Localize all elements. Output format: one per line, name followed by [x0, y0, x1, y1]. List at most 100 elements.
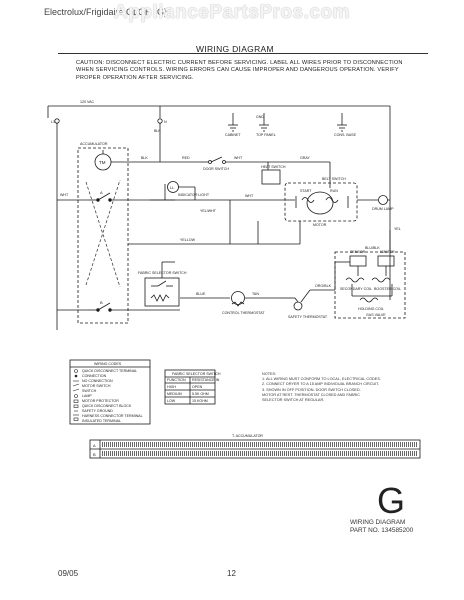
legend-item: CONNECTION	[82, 374, 107, 378]
n-terminal	[157, 118, 163, 124]
motor-label: MOTOR	[313, 223, 327, 227]
fabric-table-header: RESISTANCE IN	[192, 378, 220, 382]
revision-letter: G	[377, 480, 406, 521]
legend-box	[69, 359, 151, 425]
note-item: 1. ALL WIRING MUST CONFORM TO LOCAL, ELE…	[262, 377, 381, 382]
header-rule	[58, 53, 428, 54]
timer-motor-label: TM	[99, 160, 106, 165]
gas-valve-label: GAS VALVE	[366, 313, 386, 317]
fabric-table-title: FABRIC SELECTOR SWITCH	[172, 372, 221, 376]
page-title: WIRING DIAGRAM	[196, 44, 274, 54]
sensor-label: SENSOR	[350, 250, 366, 254]
wire-red: RED	[182, 156, 190, 160]
gas-valve-box	[334, 251, 406, 319]
note-item: 2. CONNECT DRYER TO A 15 AMP INDIVIDUAL …	[262, 382, 380, 387]
indicator-light-symbol: LL	[170, 185, 175, 190]
note-item: MOTOR AT REST. THERMOSTAT CLOSED AND FAB…	[262, 392, 361, 397]
booster-coil-label: BOOSTER COIL	[374, 287, 401, 291]
timer-chart-row-b: B	[93, 452, 96, 457]
secondary-coil	[345, 277, 365, 283]
drive-motor	[306, 191, 334, 215]
note-item: SELECTOR SWITCH AT REGULAR.	[262, 398, 325, 403]
fabric-table-cell: OPEN	[192, 385, 203, 389]
wire-wht-top: WHT	[234, 156, 243, 160]
igniter-label: IGNITER	[380, 250, 395, 254]
secondary-coil-label: SECONDARY COIL	[340, 287, 372, 291]
footer-title: WIRING DIAGRAM	[350, 519, 406, 526]
top-panel-ground-label: TOP PANEL	[256, 133, 276, 137]
supply-voltage-label: 120 VAC	[80, 100, 95, 104]
drum-lamp-label: DRUM LAMP	[372, 207, 394, 211]
fabric-selector-label: FABRIC SELECTOR SWITCH	[138, 271, 187, 275]
fabric-table-cell: MEDIUM	[167, 392, 182, 396]
cabinet-ground-label: CABINET	[225, 133, 241, 137]
wire-blk-mid: BLK	[141, 156, 148, 160]
wire-yel-wht: YEL/WHT	[200, 209, 217, 213]
safety-thermostat-label: SAFETY THERMOSTAT	[288, 315, 328, 319]
control-thermostat	[231, 291, 245, 305]
wire-blue: BLUE	[196, 292, 206, 296]
n-label: N	[164, 120, 167, 124]
timer-chart-bars	[102, 442, 418, 456]
wire-wht-mid: WHT	[245, 194, 254, 198]
timer-b-label: B	[100, 300, 103, 305]
accumulator-box	[77, 147, 129, 324]
legend-item: NO CONNECTION	[82, 379, 113, 383]
door-switch-label: DOOR SWITCH	[203, 167, 229, 171]
legend-item: MOTOR SWITCH	[82, 384, 111, 388]
page-number: 12	[227, 569, 236, 578]
booster-coil	[371, 277, 391, 283]
footer-date: 09/05	[58, 569, 79, 578]
part-number: PART NO. 134585200	[350, 527, 414, 534]
cons-ground-label: CONS. BASE	[334, 133, 357, 137]
igniter-box	[377, 255, 395, 267]
timer-chart-title: T. ACCUMULATOR	[232, 434, 263, 438]
notes-title: NOTES:	[262, 372, 277, 376]
drum-lamp	[378, 195, 388, 205]
wire-tan: TAN	[252, 292, 259, 296]
safety-thermostat	[293, 301, 303, 311]
fabric-table-cell: HIGH	[167, 385, 176, 389]
control-thermostat-label: CONTROL THERMOSTAT	[222, 311, 265, 315]
legend-item: INSULATED TERMINAL	[82, 419, 121, 423]
wire-blu-blk: BLU/BLK	[365, 246, 380, 250]
fabric-table-cell: 5.5K OHM	[192, 392, 209, 396]
wire-yellow: YELLOW	[180, 238, 196, 242]
indicator-light-label: INDICATOR LIGHT	[178, 193, 210, 197]
fabric-table-cell: 15 KOHM	[192, 399, 208, 403]
legend-title: WIRING CODES	[94, 362, 122, 366]
heat-switch-box	[261, 169, 281, 185]
wire-blk-top: BLK	[154, 129, 161, 133]
legend-item: HARNESS CONNECTOR TERMINAL	[82, 414, 143, 418]
belt-switch-label: BELT SWITCH	[322, 177, 346, 181]
accumulator-label: ACCUMULATOR	[80, 142, 108, 146]
fabric-selector-box	[144, 277, 180, 307]
wire-wht-lower: WHT	[60, 193, 69, 197]
caution-text: CAUTION: DISCONNECT ELECTRIC CURRENT BEF…	[76, 60, 403, 81]
holding-coil	[359, 297, 379, 303]
fabric-table-cell: LOW	[167, 399, 176, 403]
holding-coil-label: HOLDING COIL	[358, 307, 384, 311]
l1-terminal	[54, 118, 60, 124]
watermark: AppliancePartsPros.com	[114, 2, 350, 23]
legend-item: QUICK DISCONNECT TERMINAL	[82, 369, 137, 373]
heat-switch-label: HEAT SWITCH	[261, 165, 286, 169]
legend-item: SWITCH	[82, 389, 97, 393]
notes-block: NOTES: 1. ALL WIRING MUST CONFORM TO LOC…	[262, 372, 422, 403]
fabric-table-header: FUNCTION	[167, 378, 186, 382]
running-title: Electrolux/Frigidaire GLGR (G)	[44, 7, 168, 17]
l1-label: L1	[51, 120, 55, 124]
note-item: 3. SHOWN IN OFF POSITION. DOOR SWITCH CL…	[262, 387, 361, 392]
legend-item: LAMP	[82, 394, 92, 398]
wire-gnd: GND	[256, 115, 264, 119]
run-winding-label: RUN	[330, 189, 338, 193]
wire-yel: YEL	[394, 227, 401, 231]
sensor-box	[349, 255, 367, 267]
legend-item: MOTOR PROTECTOR	[82, 399, 119, 403]
timer-chart-row-a: A	[93, 443, 96, 448]
wire-gray: GRAY	[300, 156, 311, 160]
start-winding-label: START	[300, 189, 312, 193]
timer-a-label: A	[100, 190, 103, 195]
legend-item: SAFETY GROUND	[82, 409, 113, 413]
